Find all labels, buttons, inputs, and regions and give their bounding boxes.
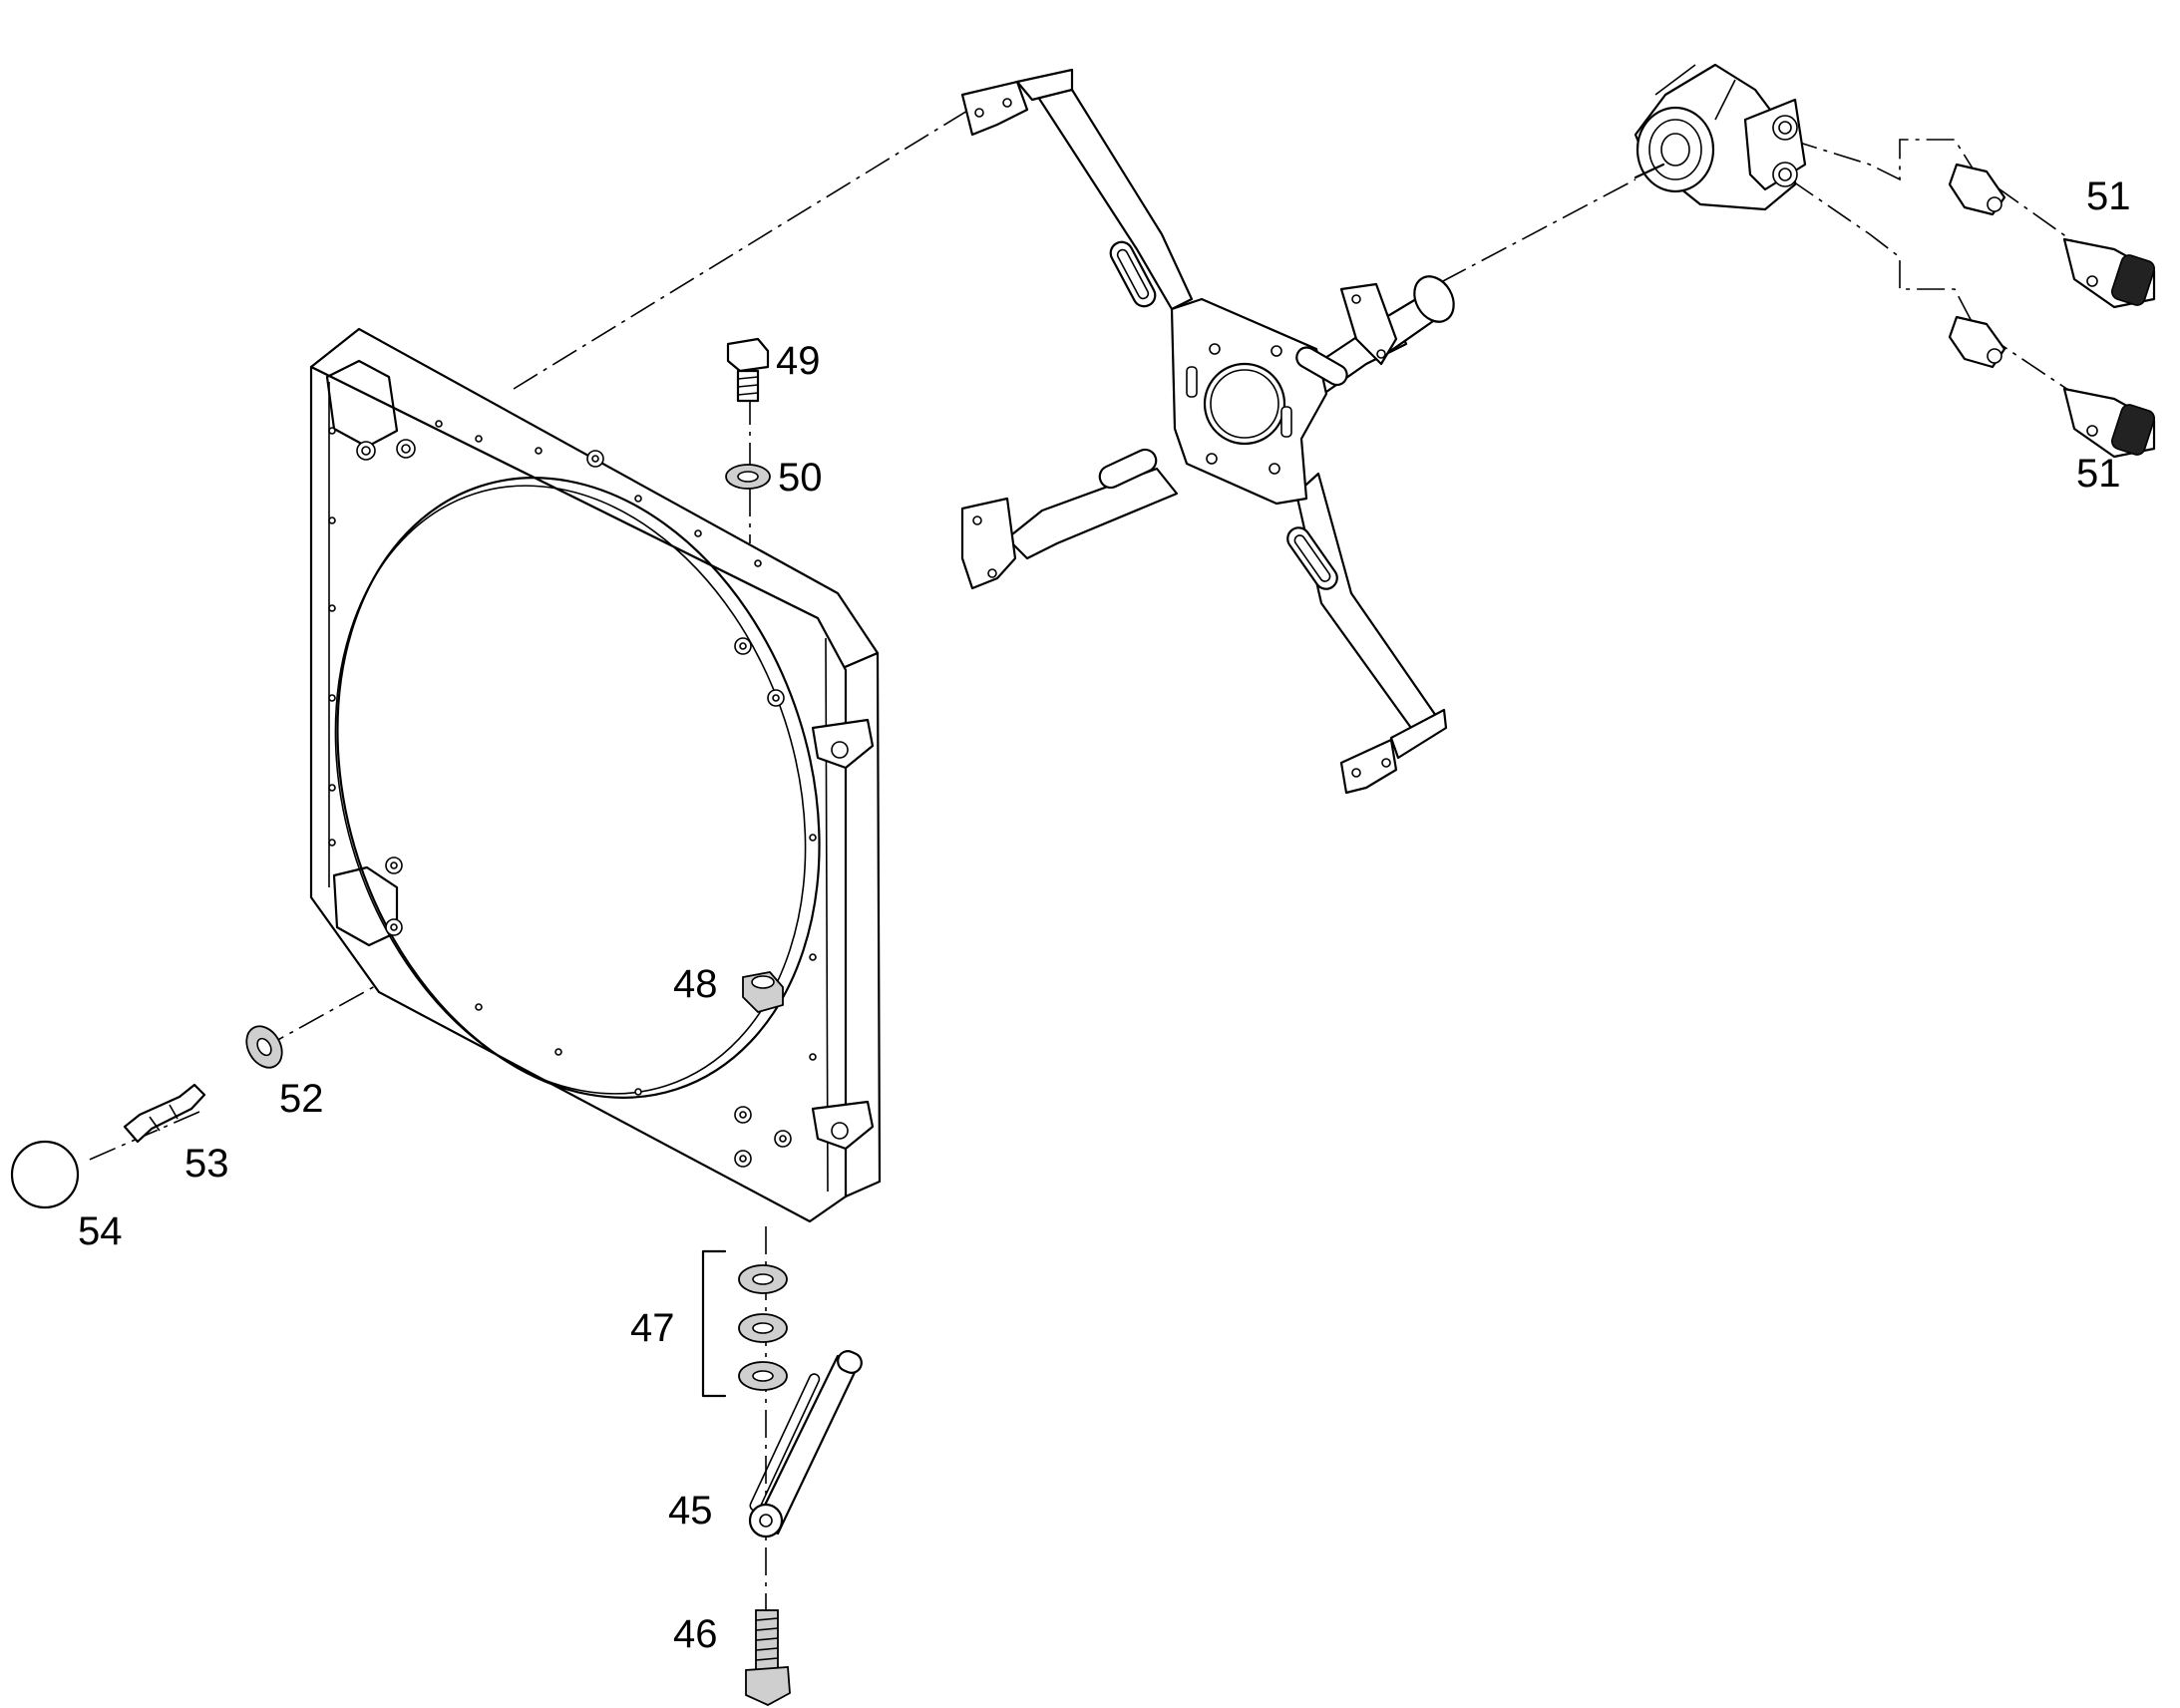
- callout-48: 48: [673, 962, 718, 1006]
- washer-stack-47: [701, 1249, 788, 1398]
- callout-54: 54: [78, 1209, 123, 1253]
- hydraulic-motor: [1634, 63, 1807, 211]
- fan-shroud-frame: [309, 327, 882, 1223]
- washer-50: [725, 464, 771, 490]
- fitting-adapter-upper: [1948, 163, 2006, 216]
- bolt-46: [745, 1609, 791, 1707]
- callout-51-lower: 51: [2076, 452, 2121, 496]
- washer-52: [245, 1025, 283, 1069]
- fitting-51-upper: [2062, 237, 2156, 309]
- callout-labels: 49 50 51 51 48 52 53 54 47 45 46: [78, 174, 2131, 1656]
- callout-46: 46: [673, 1612, 718, 1656]
- callout-50: 50: [778, 456, 823, 500]
- stud-53: [123, 1083, 206, 1144]
- callout-53: 53: [184, 1142, 229, 1186]
- fan-spider-bracket: [960, 68, 1455, 795]
- plug-54: [10, 1140, 80, 1209]
- fitting-51-lower: [2062, 387, 2156, 459]
- callout-47: 47: [630, 1306, 675, 1350]
- callout-51-upper: 51: [2086, 174, 2131, 218]
- callout-52: 52: [279, 1077, 324, 1121]
- bolt-49: [726, 337, 770, 403]
- callout-45: 45: [668, 1489, 713, 1533]
- brace-45: [748, 1350, 863, 1538]
- callout-49: 49: [776, 339, 821, 383]
- nut-48: [742, 971, 784, 1014]
- fitting-adapter-lower: [1948, 315, 2006, 369]
